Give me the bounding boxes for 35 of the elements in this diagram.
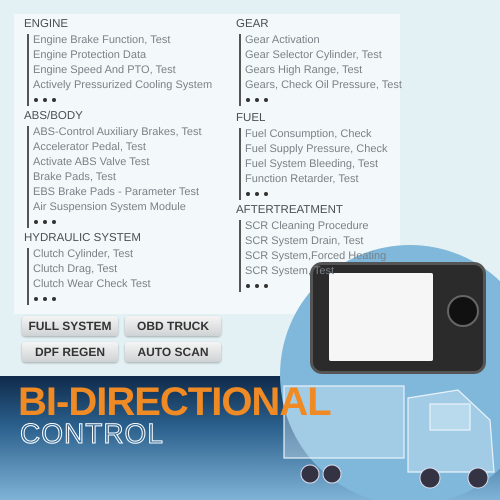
section-heading: AFTERTREATMENT	[236, 204, 343, 216]
section-heading: HYDRAULIC SYSTEM	[24, 232, 141, 244]
function-item: Activate ABS Valve Test	[33, 156, 150, 169]
function-item: Brake Pads, Test	[33, 171, 116, 184]
function-item: Engine Brake Function, Test	[33, 34, 170, 47]
function-item: Clutch Drag, Test	[33, 263, 118, 276]
section-heading: GEAR	[236, 18, 269, 30]
function-item: Clutch Wear Check Test	[33, 278, 151, 291]
function-item: Actively Pressurized Cooling System	[33, 79, 212, 92]
function-item: EBS Brake Pads - Parameter Test	[33, 186, 200, 199]
section-heading: ABS/BODY	[24, 110, 83, 122]
function-item: Gear Selector Cylinder, Test	[245, 49, 382, 62]
section-heading: ENGINE	[24, 18, 68, 30]
function-item: SCR System Drain, Test	[245, 235, 364, 248]
function-item: Clutch Cylinder, Test	[33, 248, 134, 261]
headline: CONTROL	[20, 418, 164, 450]
function-item: Gears, Check Oil Pressure, Test	[245, 79, 402, 92]
function-item: Fuel Consumption, Check	[245, 128, 372, 141]
function-item: Gears High Range, Test	[245, 64, 362, 77]
feature-tag: OBD TRUCK	[125, 316, 221, 336]
function-item: Engine Speed And PTO, Test	[33, 64, 176, 77]
function-item: SCR System, Test	[245, 265, 334, 278]
function-item: Air Suspension System Module	[33, 201, 186, 214]
function-item: Engine Protection Data	[33, 49, 146, 62]
function-item: ABS-Control Auxiliary Brakes, Test	[33, 126, 202, 139]
function-item: SCR Cleaning Procedure	[245, 220, 369, 233]
feature-tag: DPF REGEN	[22, 342, 118, 362]
feature-tag: FULL SYSTEM	[22, 316, 118, 336]
function-item: Fuel Supply Pressure, Check	[245, 143, 388, 156]
section-heading: FUEL	[236, 112, 266, 124]
function-item: Gear Activation	[245, 34, 320, 47]
feature-tag: AUTO SCAN	[125, 342, 221, 362]
function-item: Function Retarder, Test	[245, 173, 359, 186]
function-item: Fuel System Bleeding, Test	[245, 158, 378, 171]
function-item: Accelerator Pedal, Test	[33, 141, 146, 154]
